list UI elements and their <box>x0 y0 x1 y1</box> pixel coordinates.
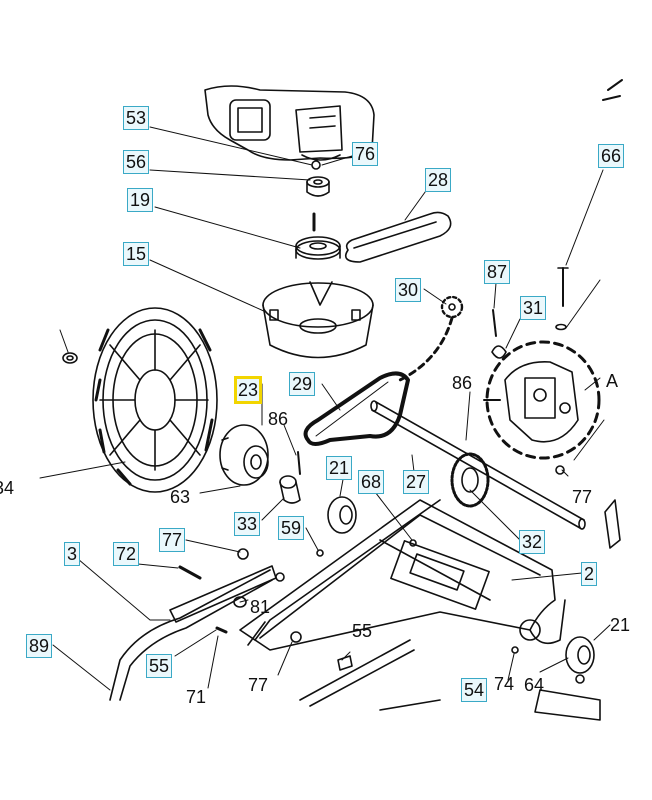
part-label-71: 71 <box>186 687 207 707</box>
part-label-77-left: 77 <box>159 528 186 552</box>
part-label-86-lower: 86 <box>268 409 289 429</box>
part-label-23-highlighted: 23 <box>234 376 263 404</box>
hub-drawing <box>219 424 269 486</box>
part-label-76: 76 <box>352 142 379 166</box>
bushing-drawing <box>279 475 301 504</box>
part-label-56: 56 <box>123 150 150 174</box>
part-label-21-lower: 21 <box>610 615 631 635</box>
part-label-77-bottom: 77 <box>248 675 269 695</box>
engine-drawing <box>204 85 375 161</box>
part-label-81: 81 <box>250 597 271 617</box>
clutch-cup-drawing <box>262 281 374 359</box>
part-label-55-right: 55 <box>352 621 373 641</box>
sprocket-drawing <box>450 452 490 508</box>
part-label-68: 68 <box>358 470 385 494</box>
part-label-87: 87 <box>484 260 511 284</box>
part-label-55-left: 55 <box>146 654 173 678</box>
gearbox-drawing <box>483 340 601 460</box>
part-label-2: 2 <box>581 562 598 586</box>
leader-lines <box>39 126 611 691</box>
part-label-34: 34 <box>0 478 15 498</box>
part-label-28: 28 <box>425 168 452 192</box>
part-label-30: 30 <box>395 278 422 302</box>
bearing-drawing <box>327 496 357 534</box>
part-label-33: 33 <box>234 512 261 536</box>
part-label-86-upper: 86 <box>452 373 473 393</box>
lower-bearing-drawing <box>565 636 595 674</box>
part-label-15: 15 <box>123 242 150 266</box>
part-label-19: 19 <box>127 188 154 212</box>
axle-drawing <box>370 400 586 530</box>
part-label-63: 63 <box>170 487 191 507</box>
part-label-77-right: 77 <box>572 487 593 507</box>
part-label-64: 64 <box>524 675 545 695</box>
pulley-drawing <box>295 236 341 260</box>
assembly-label-a: A <box>606 371 619 391</box>
rear-wheel-drawing <box>92 307 218 493</box>
part-label-3: 3 <box>64 542 81 566</box>
part-label-66: 66 <box>598 144 625 168</box>
belt-drawing <box>344 211 452 263</box>
part-label-27: 27 <box>403 470 430 494</box>
part-label-29: 29 <box>289 372 316 396</box>
part-label-53: 53 <box>123 106 150 130</box>
spacer-drawing <box>306 176 330 197</box>
part-label-54: 54 <box>461 678 488 702</box>
part-label-31: 31 <box>520 296 547 320</box>
part-label-21-upper: 21 <box>326 456 353 480</box>
part-label-74: 74 <box>494 674 515 694</box>
part-label-32: 32 <box>519 530 546 554</box>
chain-drawing <box>303 371 410 446</box>
part-label-72: 72 <box>113 542 140 566</box>
part-label-59: 59 <box>278 516 305 540</box>
part-label-89: 89 <box>26 634 53 658</box>
